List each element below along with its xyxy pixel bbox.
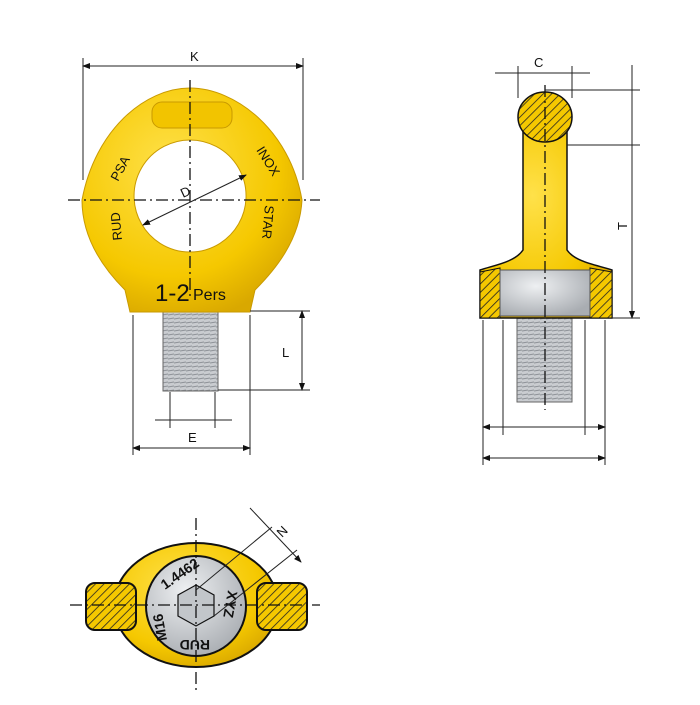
marking-thread: M16 bbox=[149, 612, 170, 642]
label-plate bbox=[151, 101, 233, 129]
thread-shank bbox=[162, 304, 219, 392]
lug-section-right bbox=[256, 582, 308, 631]
marking-brand: RUD bbox=[180, 637, 210, 653]
dimension-n-line bbox=[249, 507, 302, 563]
dimension-l-label: L bbox=[282, 345, 289, 360]
marking-rud: RUD bbox=[108, 212, 125, 241]
dimension-d-line bbox=[142, 174, 247, 226]
dimension-c-label: C bbox=[534, 55, 543, 70]
flange-section-left bbox=[479, 267, 501, 319]
dimension-k-label: K bbox=[190, 49, 199, 64]
flange-section-right bbox=[589, 267, 613, 319]
front-view: PSA RUD INOX STAR 1-2 Pers D K L E bbox=[68, 49, 320, 455]
bottom-view: 1.4462 M16 RUD XYZ N bbox=[70, 507, 320, 690]
n-extension-2 bbox=[213, 549, 298, 617]
dimension-t-label: T bbox=[615, 222, 630, 230]
marking-star: STAR bbox=[259, 205, 277, 240]
eye-ring bbox=[81, 87, 303, 313]
lug-section-left bbox=[85, 582, 137, 631]
dimension-e-label: E bbox=[188, 430, 197, 445]
n-extension-1 bbox=[195, 526, 273, 591]
side-view: C T bbox=[479, 55, 640, 465]
capacity-number: 1-2 bbox=[155, 280, 190, 307]
capacity-unit: Pers bbox=[193, 287, 226, 304]
dimension-n-label: N bbox=[274, 523, 291, 540]
